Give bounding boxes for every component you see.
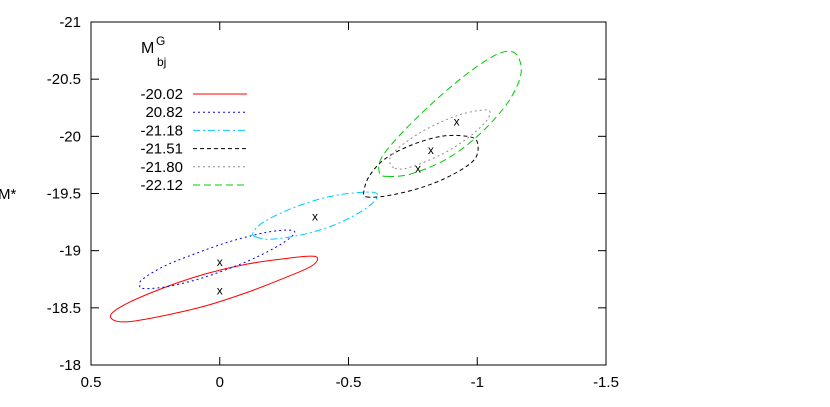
legend-label: 20.82 bbox=[145, 104, 183, 121]
ellipse-series-1 bbox=[139, 229, 296, 290]
y-tick-label: -19.5 bbox=[47, 186, 81, 203]
ellipse-series-4 bbox=[389, 109, 491, 170]
center-marker: x bbox=[415, 161, 421, 175]
x-tick-label: -0.5 bbox=[336, 374, 362, 391]
axes: 0.5 0 -0.5 -1 -1.5 -18 -18.5 -19 -19.5 -20 -20.5 -2… bbox=[47, 14, 619, 391]
ellipse-series-3 bbox=[363, 134, 479, 198]
legend-label: -21.80 bbox=[140, 159, 183, 176]
x-tick-label: 0 bbox=[216, 374, 224, 391]
center-marker: x bbox=[217, 284, 223, 298]
center-marker: x bbox=[217, 255, 223, 269]
legend-label: -21.51 bbox=[140, 141, 183, 158]
y-tick-label: -20 bbox=[59, 128, 81, 145]
x-tick-label: -1.5 bbox=[593, 374, 619, 391]
center-marker: x bbox=[312, 209, 318, 223]
center-marker: x bbox=[454, 114, 460, 128]
legend-label: -22.12 bbox=[140, 177, 183, 194]
ellipse-series-0 bbox=[109, 255, 319, 323]
legend-title-subscript: bj bbox=[157, 55, 166, 69]
y-tick-label: -20.5 bbox=[47, 71, 81, 88]
y-tick-label: -18.5 bbox=[47, 300, 81, 317]
y-tick-label: -21 bbox=[59, 14, 81, 31]
legend-label: -20.02 bbox=[140, 86, 183, 103]
ellipse-series-5 bbox=[378, 50, 522, 177]
x-tick-label: 0.5 bbox=[81, 374, 102, 391]
ellipse-series-2 bbox=[252, 191, 379, 240]
legend-title-superscript: G bbox=[156, 34, 165, 48]
x-tick-label: -1 bbox=[471, 374, 484, 391]
y-tick-label: -18 bbox=[59, 357, 81, 374]
center-marker: x bbox=[428, 143, 434, 157]
y-tick-label: -19 bbox=[59, 243, 81, 260]
legend-title: M bbox=[141, 40, 154, 57]
legend-label: -21.18 bbox=[140, 122, 183, 139]
y-axis-label: M* bbox=[0, 186, 16, 203]
